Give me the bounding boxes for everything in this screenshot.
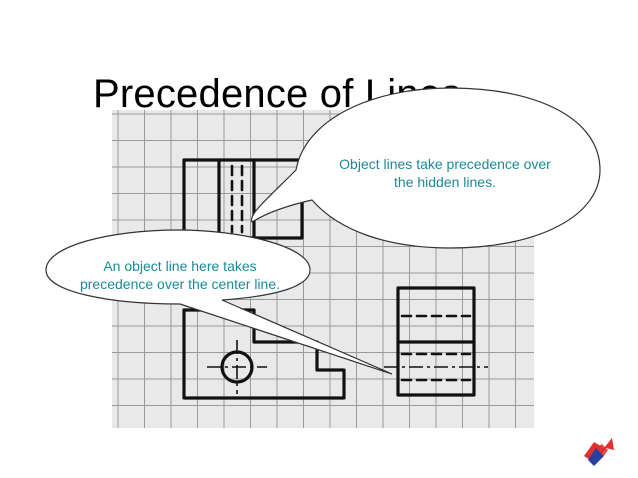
callout-bubble-left xyxy=(45,229,393,375)
callout-text-right: Object lines take precedence over the hi… xyxy=(314,155,576,191)
callout-bubble-right xyxy=(250,87,601,249)
red-blue-arrow-logo-icon xyxy=(584,438,614,466)
side-view-outline xyxy=(396,286,476,397)
callout-right-line-2: the hidden lines. xyxy=(394,174,496,190)
callout-right-line-1: Object lines take precedence over xyxy=(339,156,551,172)
callout-left-line-2: precedence over the center line. xyxy=(79,276,280,292)
top-view-outline xyxy=(182,158,304,240)
callout-text-left: An object line here takes precedence ove… xyxy=(55,257,305,293)
callout-left-line-1: An object line here takes xyxy=(103,258,257,274)
